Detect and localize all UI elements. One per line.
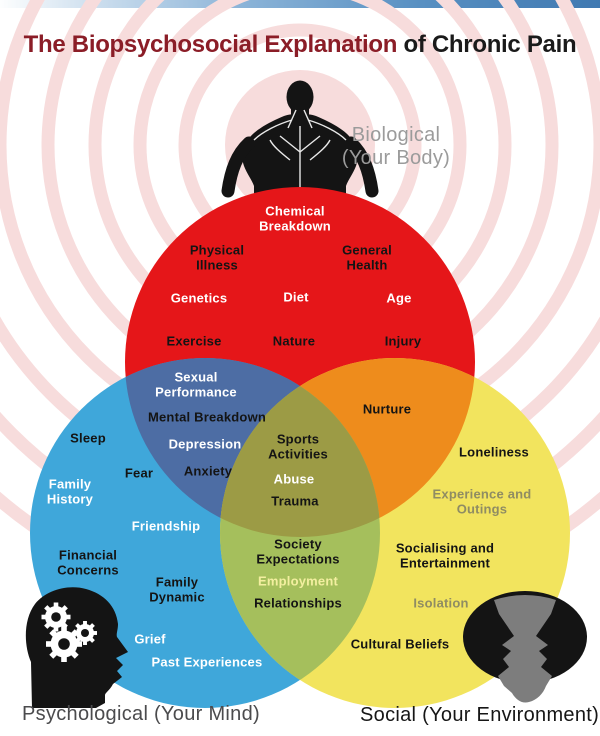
term-society-expectations: Society Expectations (256, 536, 340, 567)
term-employment: Employment (257, 573, 339, 589)
term-nurture: Nurture (362, 401, 412, 417)
term-injury: Injury (384, 333, 422, 349)
gear-icon (41, 602, 71, 632)
head-gears-icon (25, 587, 128, 708)
center-overlap (220, 358, 380, 537)
term-family-dynamic: Family Dynamic (149, 574, 205, 605)
term-chemical-breakdown: Chemical Breakdown (259, 203, 331, 234)
term-diet: Diet (283, 289, 309, 305)
title-rest: of Chronic Pain (397, 31, 577, 58)
top-accent-bar (0, 0, 600, 8)
term-genetics: Genetics (170, 290, 228, 306)
term-physical-illness: Physical Illness (189, 242, 245, 273)
term-abuse: Abuse (273, 471, 315, 487)
term-sexual-performance: Sexual Performance (155, 369, 237, 400)
term-grief: Grief (134, 631, 166, 647)
term-general-health: General Health (342, 242, 392, 273)
page-title: The Biopsychosocial Explanation of Chron… (0, 31, 600, 59)
term-fear: Fear (124, 465, 154, 481)
term-trauma: Trauma (271, 493, 319, 509)
term-experience-outings: Experience and Outings (432, 486, 532, 517)
term-relationships: Relationships (254, 595, 342, 611)
term-nature: Nature (272, 333, 316, 349)
group-label-biological: Biological (Your Body) (306, 124, 486, 170)
term-isolation: Isolation (413, 595, 469, 611)
faces-icon (463, 591, 587, 703)
term-mental-breakdown: Mental Breakdown (147, 409, 267, 425)
biological-subname: (Your Body) (341, 147, 451, 169)
term-loneliness: Loneliness (459, 444, 529, 460)
group-label-psychological: Psychological (Your Mind) (22, 703, 260, 725)
biological-name: Biological (351, 124, 441, 146)
term-sports-activities: Sports Activities (268, 431, 328, 462)
term-cultural-beliefs: Cultural Beliefs (350, 636, 450, 652)
gear-icon (73, 621, 97, 645)
term-friendship: Friendship (131, 518, 201, 534)
term-depression: Depression (168, 436, 242, 452)
term-age: Age (386, 290, 412, 306)
term-sleep: Sleep (70, 430, 106, 446)
term-anxiety: Anxiety (183, 463, 233, 479)
body-back-icon (221, 80, 379, 198)
title-accent: The Biopsychosocial Explanation (23, 31, 398, 58)
gear-icon (46, 626, 82, 662)
term-financial-concerns: Financial Concerns (57, 547, 119, 578)
term-socialising-entertainment: Socialising and Entertainment (395, 540, 495, 571)
term-past-experiences: Past Experiences (151, 654, 263, 670)
term-family-history: Family History (46, 476, 94, 507)
group-label-social: Social (Your Environment) (360, 704, 600, 726)
term-exercise: Exercise (166, 333, 222, 349)
